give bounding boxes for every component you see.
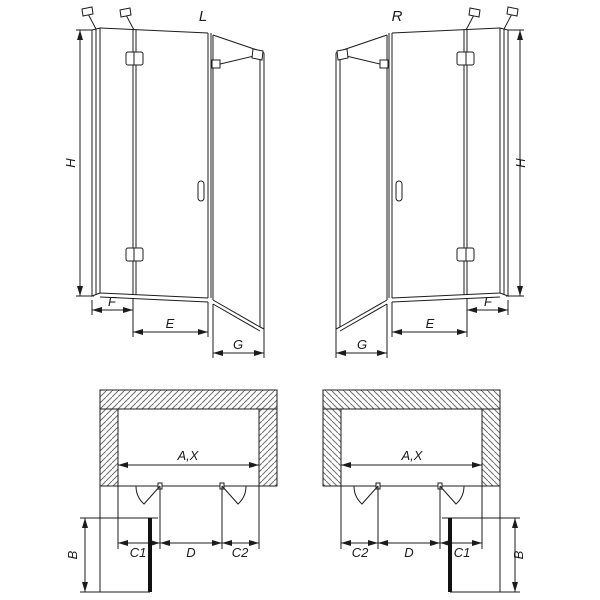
mirrored-plan-geometry xyxy=(321,388,522,594)
junction-bracket-icon xyxy=(119,7,135,31)
wall-top xyxy=(99,389,278,410)
door-handle xyxy=(197,180,205,202)
dimension-ax xyxy=(118,462,259,468)
dim-label-c2-right: C2 xyxy=(352,545,369,560)
dim-label-d-right: D xyxy=(404,545,413,560)
dim-label-b-left: B xyxy=(65,550,80,559)
dim-label-f-right: F xyxy=(484,294,493,309)
variant-label-right: R xyxy=(392,8,403,25)
dim-label-c1-left: C1 xyxy=(130,545,147,560)
wall-profile xyxy=(91,27,101,297)
support-bar xyxy=(211,48,264,69)
dim-label-e-left: E xyxy=(166,316,175,331)
dim-label-h-right: H xyxy=(513,158,528,168)
dim-label-g-left: G xyxy=(233,337,243,352)
shower-door-geometry xyxy=(76,6,265,358)
hinge-bottom-icon xyxy=(125,247,144,262)
variant-label-left: L xyxy=(199,8,207,25)
wall-right xyxy=(258,408,278,487)
glass-top-edge xyxy=(99,27,209,34)
mirrored-geometry xyxy=(335,6,525,359)
dim-label-g-right: G xyxy=(357,337,367,352)
dim-label-f-left: F xyxy=(108,294,117,309)
side-panel xyxy=(99,486,158,593)
plan-geometry xyxy=(80,389,278,593)
fixed-panel-g xyxy=(212,34,265,332)
dimension-f xyxy=(91,298,134,315)
dim-label-c1-right: C1 xyxy=(454,545,471,560)
dimension-b xyxy=(80,517,144,593)
door-swing-left xyxy=(135,485,161,505)
dimension-e xyxy=(132,302,209,337)
plan-drawing-left: A,X C1 D C2 B xyxy=(65,389,278,593)
dim-label-d-left: D xyxy=(186,545,195,560)
dim-label-ax-right: A,X xyxy=(401,448,424,463)
dim-label-h-left: H xyxy=(63,158,78,168)
bottom-sill xyxy=(99,296,209,303)
wall-bracket-icon xyxy=(81,6,97,30)
door-swing-right xyxy=(221,485,247,505)
perspective-drawing-left: L H F E G xyxy=(63,6,265,358)
perspective-drawing-right: R H F E G xyxy=(335,6,528,359)
dim-label-b-right: B xyxy=(511,550,526,559)
plan-drawing-right: A,X C2 D C1 B xyxy=(321,388,526,594)
dim-label-e-right: E xyxy=(426,316,435,331)
wall-left xyxy=(99,408,119,487)
glass-bottom-edge xyxy=(99,292,209,299)
dim-label-ax-left: A,X xyxy=(177,448,200,463)
dimension-h xyxy=(76,29,94,297)
dimension-c1-d-c2 xyxy=(117,486,260,549)
dimension-g xyxy=(212,304,265,358)
hinge-top-icon xyxy=(125,51,144,66)
dim-label-c2-left: C2 xyxy=(232,545,249,560)
